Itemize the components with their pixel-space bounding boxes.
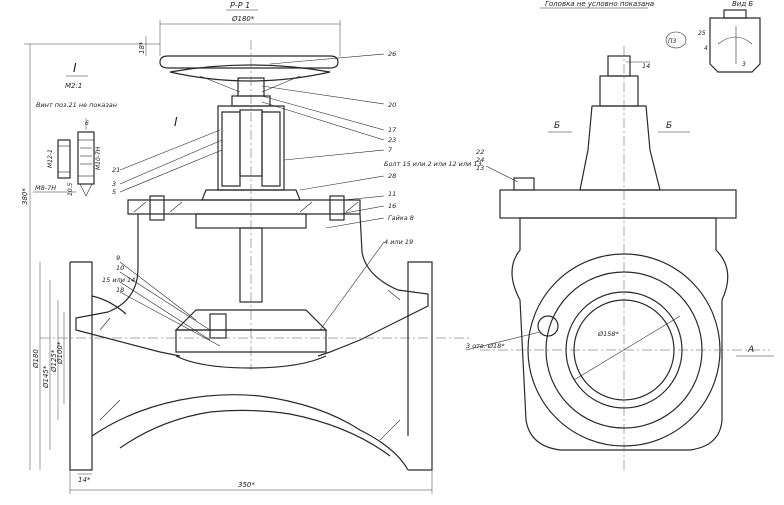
callout-21: 21 xyxy=(112,166,120,174)
side-bore-leader xyxy=(573,315,681,381)
dim-length: 350* xyxy=(238,481,255,489)
callout-note-4or19: 4 или 19 xyxy=(384,238,413,246)
title-detail-view: Вид Б xyxy=(732,0,753,8)
main-dimension-lines xyxy=(24,20,433,494)
callout-23: 23 xyxy=(388,136,396,144)
side-holes-leader xyxy=(465,331,541,351)
dim-flange-thk: 14* xyxy=(78,476,91,484)
dim-bore-dia: Ø100* xyxy=(56,341,64,365)
callout-side-24: 24 xyxy=(476,156,484,164)
main-leader-lines xyxy=(119,53,385,347)
detail-thread-1: M12-1 xyxy=(47,149,54,168)
title-main-view: Р-Р 1 xyxy=(230,1,250,10)
detail-thread-3: M8-7H xyxy=(35,184,56,192)
dim-overall-h: 380* xyxy=(21,188,29,205)
detail-view-b xyxy=(665,9,761,73)
dim-side-bore: Ø158* xyxy=(597,330,620,338)
callout-5: 5 xyxy=(112,188,116,196)
dim-handwheel-dia: Ø180* xyxy=(231,15,255,23)
section-B-left: Б xyxy=(554,121,560,131)
dim-side-holes: 3 отв. Ø18* xyxy=(466,342,505,350)
callout-18: 18 xyxy=(116,286,124,294)
detail-thread-2: M10-7H xyxy=(95,146,102,170)
section-B-right: Б xyxy=(666,121,672,131)
callout-10: 10 xyxy=(116,264,124,272)
callout-side-14: 14 xyxy=(642,62,650,70)
callout-note-nut: Гайка 8 xyxy=(388,214,414,222)
callout-20: 20 xyxy=(388,101,396,109)
callout-note-bolt: Болт 15 или 2 или 12 или 13 xyxy=(384,160,482,168)
dim-flange-dia: Ø180 xyxy=(32,349,40,369)
side-leader-group xyxy=(485,165,519,183)
detail-I-label: I xyxy=(73,61,77,75)
section-I-mark: I xyxy=(174,115,178,129)
main-section-view xyxy=(40,40,470,471)
callout-16: 16 xyxy=(388,202,396,210)
callout-9: 9 xyxy=(116,254,120,262)
dim-bolt-circle: Ø145* xyxy=(42,365,50,389)
detail-dim-2: 10.5 xyxy=(67,182,74,196)
callout-3: 3 xyxy=(112,180,116,188)
callout-side-22: 22 xyxy=(476,148,484,156)
callout-28: 28 xyxy=(388,172,396,180)
detail-dim: 6 xyxy=(85,120,89,127)
callout-side-13: 13 xyxy=(476,164,484,172)
title-side-view: Головка не условно показана xyxy=(545,0,654,8)
callout-note-15or14: 15 или 14 xyxy=(102,276,135,284)
callout-17: 17 xyxy=(388,126,397,134)
detail-callout-25: 25 xyxy=(698,30,706,37)
detail-callout-4: 4 xyxy=(704,45,708,52)
side-view xyxy=(480,46,770,470)
detail-note: Винт поз.21 не показан xyxy=(36,101,117,109)
detail-I-screw xyxy=(57,118,95,197)
detail-p3-label: П3 xyxy=(668,38,677,45)
dim-handwheel-h: 18* xyxy=(138,41,146,54)
callout-11: 11 xyxy=(388,190,396,198)
detail-callout-3: 3 xyxy=(742,61,746,68)
callout-7: 7 xyxy=(388,146,393,154)
section-A-mark: А xyxy=(747,345,754,355)
dim-inner-dia: Ø125* xyxy=(50,349,58,373)
callout-26: 26 xyxy=(388,50,396,58)
detail-scale: М2:1 xyxy=(65,82,82,90)
